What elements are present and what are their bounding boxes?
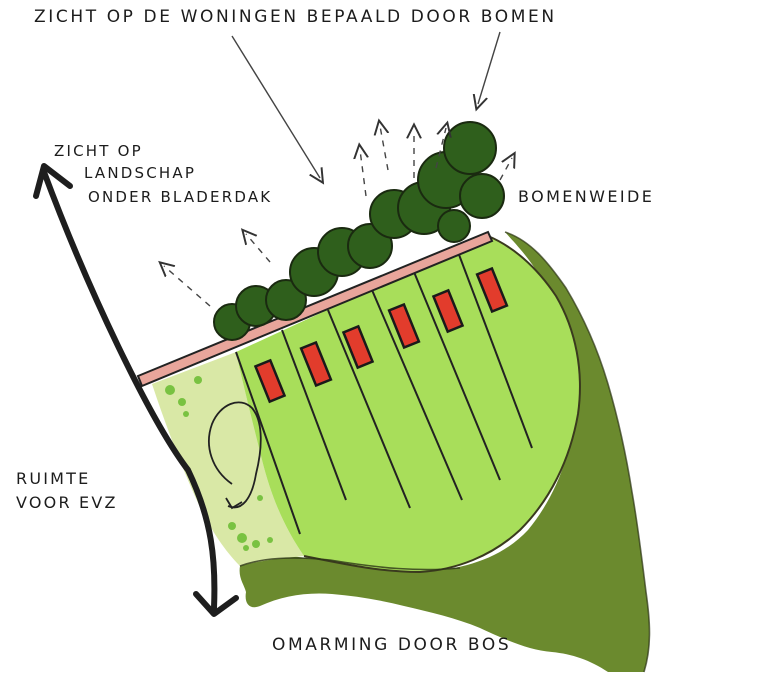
meadow-outline — [303, 235, 581, 574]
leader-lines — [231, 31, 501, 178]
tree-icon — [459, 173, 505, 219]
landscape-view-arrow — [33, 163, 239, 617]
arrow-shaft — [41, 169, 218, 611]
meadow — [236, 236, 580, 572]
tree-icon — [443, 121, 497, 175]
forest-area — [239, 232, 650, 672]
forest-outline — [504, 231, 651, 673]
view-lines — [164, 126, 512, 307]
evz-dots — [165, 376, 273, 551]
evz-label-line1: RUIMTE — [16, 469, 91, 488]
title-label: ZICHT OP DE WONINGEN BEPAALD DOOR BOMEN — [34, 7, 557, 27]
arrow-head-up-icon — [33, 163, 73, 199]
parcel-line — [327, 309, 411, 509]
parcel-line — [281, 329, 347, 501]
tree-icon — [437, 209, 471, 243]
house-icon — [341, 324, 375, 370]
house-icon — [253, 358, 287, 404]
parcel-line — [371, 289, 463, 501]
tree-canopy — [213, 121, 505, 341]
houses — [253, 266, 509, 404]
evz-swirl — [208, 401, 262, 509]
evz-details — [165, 376, 273, 551]
forest-edge-south — [239, 557, 461, 571]
parcel-lines — [235, 251, 533, 535]
landscape-label-line2: LANDSCHAP — [84, 164, 197, 182]
swirl-arrow-icon — [225, 497, 243, 510]
house-icon — [299, 340, 333, 388]
house-icon — [475, 266, 509, 314]
house-icon — [387, 302, 421, 350]
parcel-line — [235, 351, 301, 535]
landscape-label-line3: ONDER BLADERDAK — [88, 188, 273, 206]
arrow-head-down-icon — [193, 591, 239, 617]
tree-icon — [265, 279, 307, 321]
evz-label-line2: VOOR EVZ — [16, 493, 118, 512]
parcel-line — [457, 251, 533, 449]
forest-label: OMARMING DOOR BOS — [272, 635, 512, 655]
house-icon — [431, 288, 465, 334]
bomenweide-label: BOMENWEIDE — [518, 187, 655, 206]
evz-strip — [152, 352, 304, 566]
tree-line-band — [136, 230, 494, 388]
landscape-label-line1: ZICHT OP — [54, 142, 143, 160]
parcel-line — [413, 271, 501, 481]
